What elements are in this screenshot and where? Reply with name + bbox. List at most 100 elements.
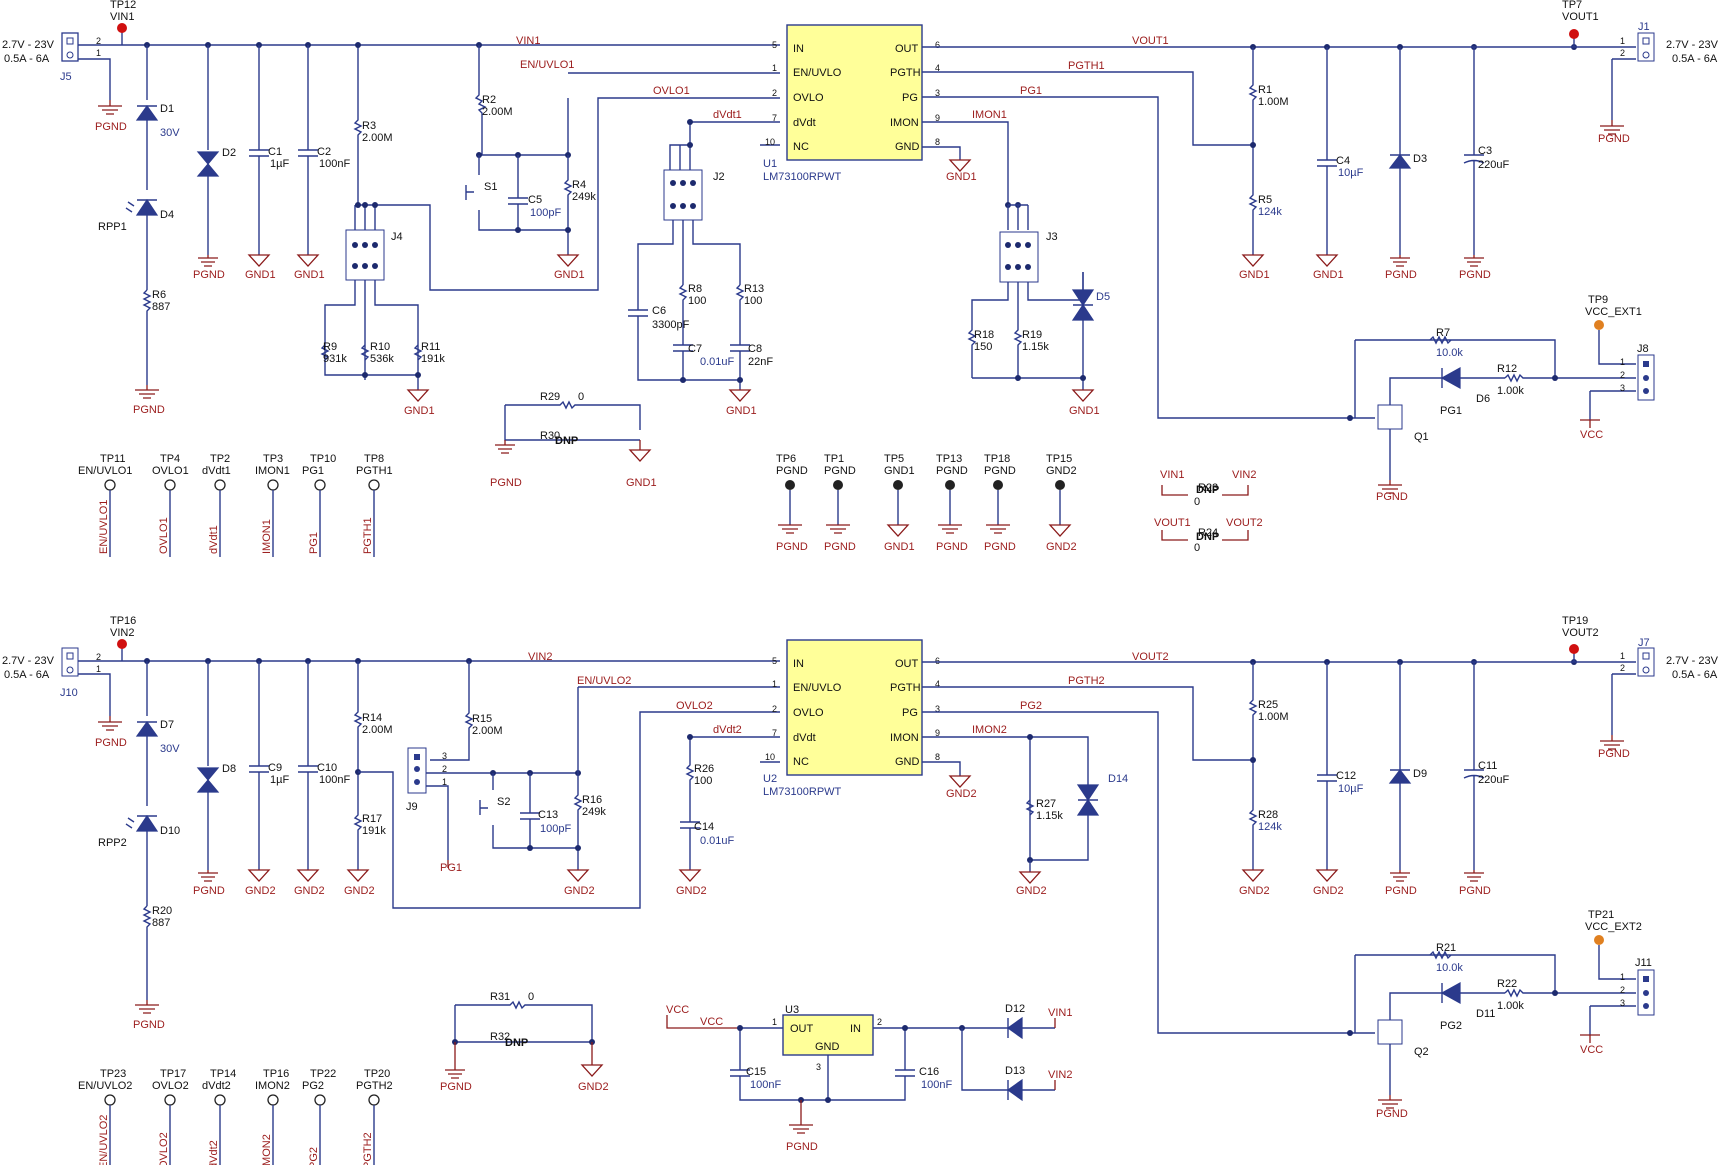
output-current: 0.5A - 6A [1672, 669, 1718, 681]
part-value: 0 [1194, 496, 1200, 508]
testpoint-tp3[interactable] [267, 479, 279, 491]
testpoint-tp16[interactable] [267, 1094, 279, 1106]
input-current-label: 0.5A - 6A [4, 669, 50, 681]
testpoint-tp17[interactable] [164, 1094, 176, 1106]
net-label: GND1 [1313, 269, 1344, 281]
part-value: 124k [1258, 206, 1282, 218]
part-ref: D6 [1476, 393, 1490, 405]
part-ref: PG1 [1440, 405, 1462, 417]
pin-name: PGTH [890, 682, 921, 694]
testpoint-tp1[interactable] [833, 480, 843, 490]
testpoint-tp2[interactable] [214, 479, 226, 491]
part-ref: D4 [160, 209, 174, 221]
part-value: 1.15k [1036, 810, 1063, 822]
testpoint-ref: TP21 [1588, 909, 1614, 921]
testpoint-tp19[interactable] [1569, 644, 1579, 654]
pin-num: 5 [772, 656, 777, 666]
pin-label: 1 [1620, 651, 1625, 661]
output-range: 2.7V - 23V [1666, 655, 1719, 667]
testpoint-tp15[interactable] [1055, 480, 1065, 490]
testpoint-ref: TP7 [1562, 0, 1582, 11]
net-label: VIN1 [516, 35, 540, 47]
part-ref: D11 [1476, 1008, 1495, 1020]
pin-name: IN [850, 1023, 861, 1035]
part-value: 2.00M [472, 725, 503, 737]
testpoint-ref: TP18 [984, 453, 1010, 465]
testpoint-tp9[interactable] [1594, 320, 1604, 330]
net-label: dVdt2 [713, 724, 742, 736]
part-value: 100 [744, 295, 762, 307]
net-label: GND2 [344, 885, 375, 897]
net-label: dVdt1 [208, 525, 220, 554]
testpoint-tp20[interactable] [368, 1094, 380, 1106]
testpoint-ref: TP4 [160, 453, 180, 465]
connector-j7 [1637, 647, 1655, 677]
part-value: 100 [688, 295, 706, 307]
part-value: 931k [323, 353, 347, 365]
part-ref: R24 [1198, 527, 1218, 539]
part-value: 3300pF [652, 319, 690, 331]
part-ref: R1 [1258, 84, 1272, 96]
testpoint-tp6[interactable] [785, 480, 795, 490]
net-label: VCC [1580, 1044, 1603, 1056]
part-ref: R10 [370, 341, 390, 353]
part-ref: R27 [1036, 798, 1056, 810]
mosfet-q2 [1377, 1019, 1403, 1045]
testpoint-tp11[interactable] [104, 479, 116, 491]
net-label: VOUT2 [1132, 651, 1169, 663]
testpoint-net: dVdt1 [202, 465, 231, 477]
part-ref: C3 [1478, 145, 1492, 157]
testpoint-ref: TP19 [1562, 615, 1588, 627]
testpoint-ref: TP16 [110, 615, 136, 627]
part-ref: D2 [222, 147, 236, 159]
header-j4 [345, 229, 385, 281]
testpoint-net: OVLO2 [152, 1080, 189, 1092]
net-label: VOUT2 [1226, 517, 1263, 529]
part-ref: R5 [1258, 194, 1272, 206]
testpoint-ref: TP17 [160, 1068, 186, 1080]
part-ref: R29 [540, 391, 560, 403]
testpoint-tp23[interactable] [104, 1094, 116, 1106]
part-ref: R2 [482, 94, 496, 106]
testpoint-tp12[interactable] [117, 23, 127, 33]
testpoint-tp7[interactable] [1569, 29, 1579, 39]
testpoint-tp13[interactable] [945, 480, 955, 490]
part-value: 100pF [530, 207, 561, 219]
net-label: PG1 [1020, 85, 1042, 97]
part-ref: C1 [268, 146, 282, 158]
testpoint-ref: TP10 [310, 453, 336, 465]
part-ref: R28 [1258, 809, 1278, 821]
net-label: PGND [95, 121, 127, 133]
testpoint-tp5[interactable] [893, 480, 903, 490]
testpoint-tp10[interactable] [314, 479, 326, 491]
part-value: 0.01uF [700, 356, 735, 368]
connector-ref: J3 [1046, 231, 1058, 243]
pin-num: 1 [772, 1017, 777, 1027]
testpoint-tp4[interactable] [164, 479, 176, 491]
connector-ref: J10 [60, 687, 78, 699]
pin-name: GND [815, 1041, 840, 1053]
testpoint-tp22[interactable] [314, 1094, 326, 1106]
output-range: 2.7V - 23V [1666, 39, 1719, 51]
part-ref: C7 [688, 343, 702, 355]
testpoint-net: PGTH2 [356, 1080, 393, 1092]
net-label: VIN1 [1048, 1007, 1072, 1019]
net-label: PGND [133, 404, 165, 416]
net-label: OVLO2 [158, 1132, 170, 1165]
testpoint-tp8[interactable] [368, 479, 380, 491]
pin-label: 2 [1620, 663, 1625, 673]
pin-name: OUT [895, 658, 919, 670]
ground-testpoints: TP6PGNDPGNDTP1PGNDPGNDTP5GND1GND1TP13PGN… [776, 453, 1077, 553]
part-ref: RPP2 [98, 837, 127, 849]
net-label: IMON2 [261, 1134, 273, 1165]
testpoint-tp21[interactable] [1594, 935, 1604, 945]
part-value: 1µF [270, 774, 289, 786]
testpoint-tp14[interactable] [214, 1094, 226, 1106]
testpoint-net: GND2 [1046, 465, 1077, 477]
net-label: GND1 [726, 405, 757, 417]
net-label: PGND [776, 541, 808, 553]
testpoint-tp18[interactable] [993, 480, 1003, 490]
connector-j5 [61, 32, 79, 62]
part-ref: C5 [528, 194, 542, 206]
testpoint-tp16[interactable] [117, 639, 127, 649]
